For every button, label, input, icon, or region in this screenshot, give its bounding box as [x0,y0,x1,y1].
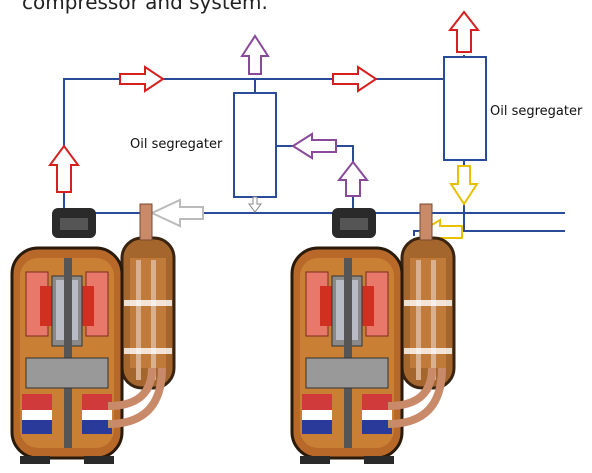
arrow-oil-up-left-sep [240,34,270,75]
arrow-oil-left [291,132,337,160]
arrow-return-down [449,165,479,206]
arrow-discharge-right-2 [332,65,378,93]
arrow-discharge-up-left [48,144,80,193]
arrow-discharge-up-top [447,10,481,53]
pipe-oil-return [413,230,565,236]
arrow-oil-drain-down [248,196,262,213]
compressor-right [292,204,454,464]
oil-separator-right-label: Oil segregater [490,104,583,119]
arrow-discharge-right-1 [119,65,165,93]
oil-separator-left-label: Oil segregater [130,137,223,152]
pipe-suction-left [82,212,565,236]
oil-separator-left [233,92,277,198]
arrow-oil-up-right-riser [336,160,370,197]
compressor-left [12,204,174,464]
caption: compressor and system. [22,0,268,14]
arrow-suction-left [149,198,204,228]
oil-separator-right [443,56,487,161]
